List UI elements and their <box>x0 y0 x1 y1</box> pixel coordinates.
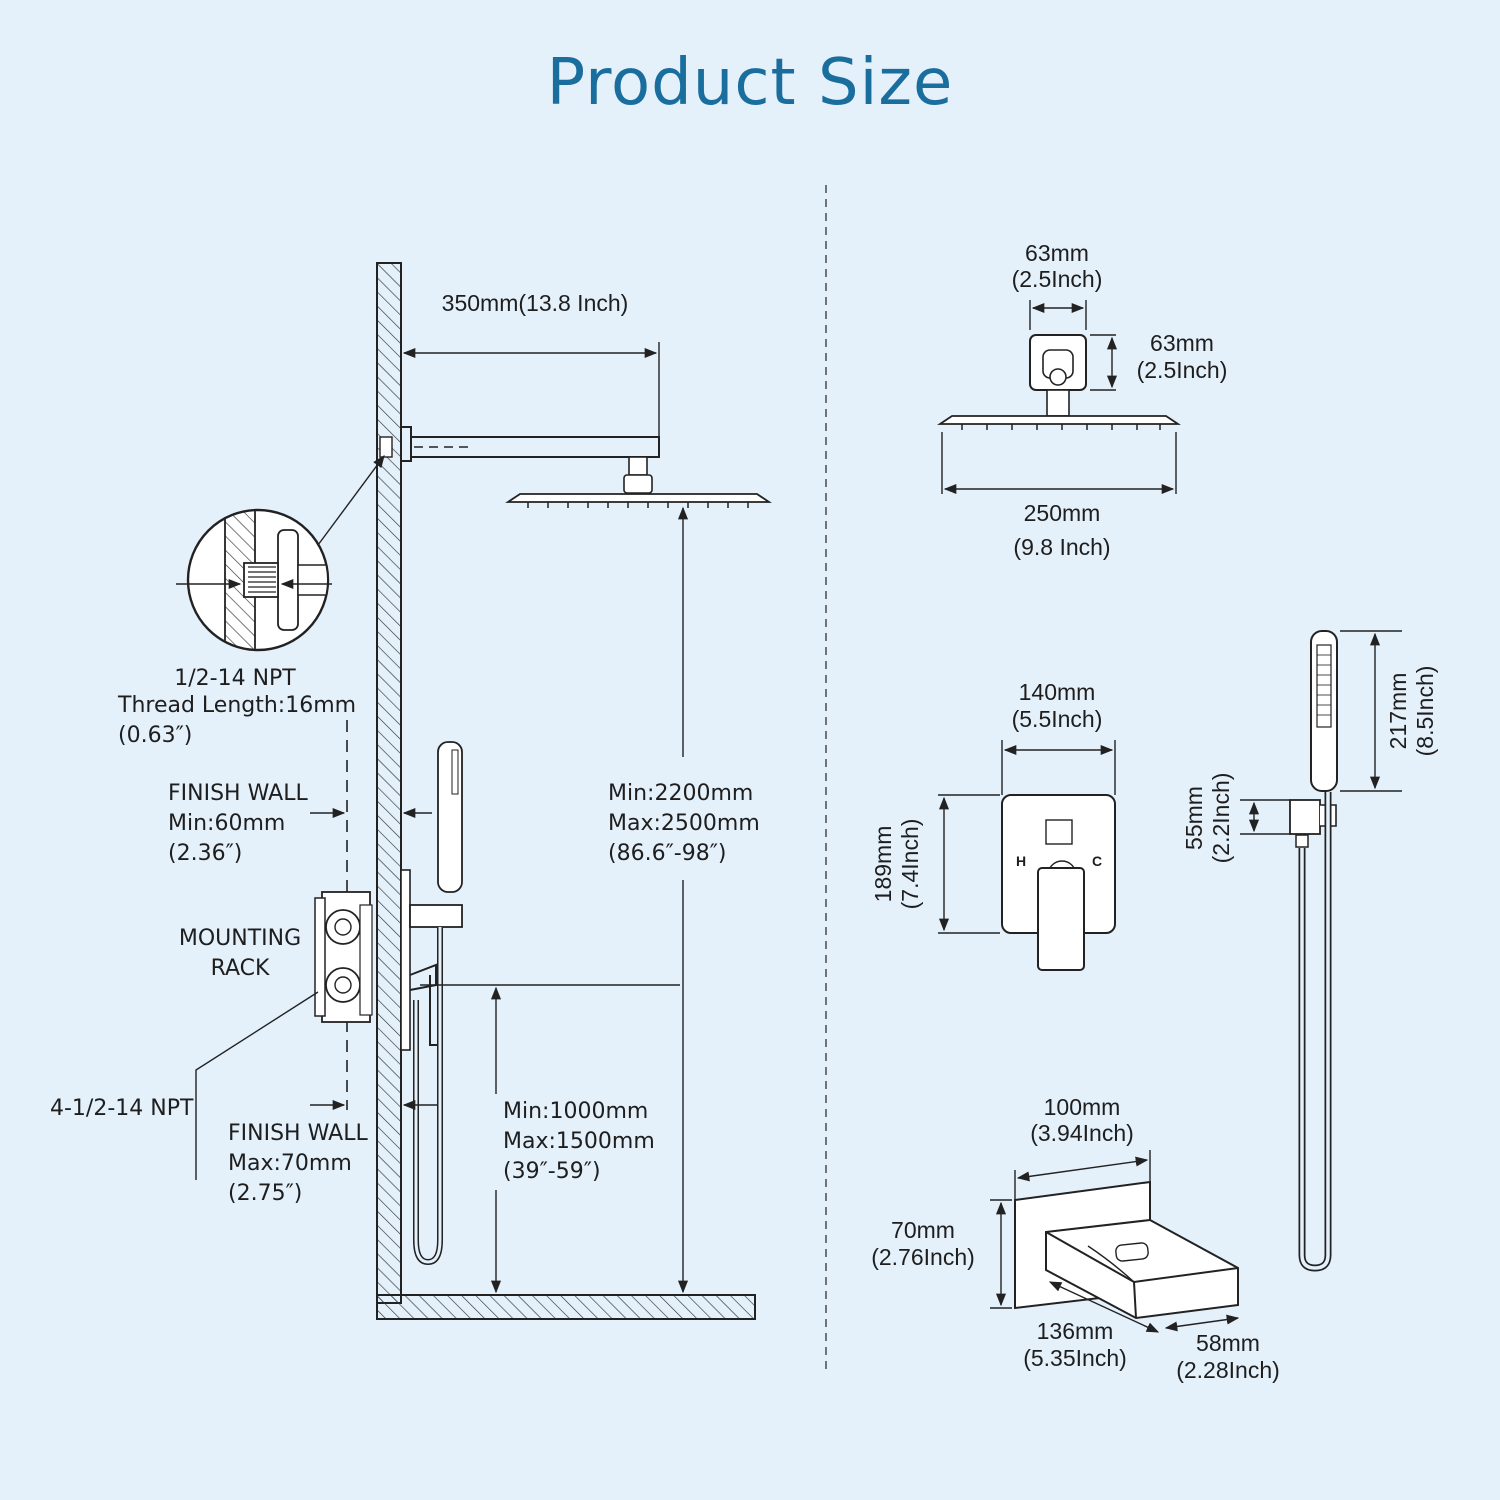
thread-detail-magnifier <box>176 454 385 652</box>
handheld-shower-side <box>409 741 463 1266</box>
trim-plate-side <box>400 869 411 1051</box>
head-width-line2: (9.8 Inch) <box>1013 534 1110 560</box>
npt-inlet-label: 4-1/2-14 NPT <box>50 1096 194 1121</box>
rain-head-front-view: 63mm (2.5Inch) 63mm (2.5Inch) 250mm (9.8… <box>937 240 1228 560</box>
head-height-line3: (86.6″-98″) <box>608 841 727 866</box>
valve-height-line2: Max:1500mm <box>503 1129 655 1154</box>
spout-width-line2: (3.94Inch) <box>1030 1120 1134 1146</box>
handheld-length-line1: 217mm <box>1385 673 1411 750</box>
trim-height-line2: (7.4Inch) <box>897 819 923 910</box>
installation-diagram: 350mm(13.8 Inch) 1/2-14 NPT Thread Lengt <box>50 262 772 1320</box>
holder-height-line2: (2.2Inch) <box>1208 773 1234 864</box>
spout-width-line1: 100mm <box>1044 1094 1121 1120</box>
head-flange-height-line2: (2.5Inch) <box>1137 357 1228 383</box>
spout-length-line2: (5.35Inch) <box>1023 1345 1127 1371</box>
mounting-rack <box>314 891 373 1023</box>
spout-depth-line1: 58mm <box>1196 1330 1260 1356</box>
hot-mark: H <box>1016 853 1026 869</box>
head-width-line1: 250mm <box>1024 500 1101 526</box>
tub-spout: 100mm (3.94Inch) 70mm (2.76Inch) 136mm (… <box>871 1094 1280 1383</box>
thread-label-line2: Thread Length:16mm <box>117 693 356 718</box>
spout-height-line2: (2.76Inch) <box>871 1244 975 1270</box>
page-title: Product Size <box>546 46 954 120</box>
finish-wall-max-line2: Max:70mm <box>228 1151 352 1176</box>
holder-height-line1: 55mm <box>1181 786 1207 850</box>
head-flange-width-line2: (2.5Inch) <box>1012 266 1103 292</box>
head-flange-width-line1: 63mm <box>1025 240 1089 266</box>
head-height-line1: Min:2200mm <box>608 781 753 806</box>
wall-section <box>376 262 402 1304</box>
spout-height-line1: 70mm <box>891 1217 955 1243</box>
finish-wall-max-line3: (2.75″) <box>228 1181 302 1206</box>
valve-height-line1: Min:1000mm <box>503 1099 648 1124</box>
rain-shower-head <box>505 456 772 508</box>
handheld-length-line2: (8.5Inch) <box>1412 666 1438 757</box>
cold-mark: C <box>1092 853 1102 869</box>
mounting-rack-line2: RACK <box>211 956 270 981</box>
spout-length-line1: 136mm <box>1037 1318 1114 1344</box>
head-flange-height-line1: 63mm <box>1150 330 1214 356</box>
head-height-line2: Max:2500mm <box>608 811 760 836</box>
thread-label-line3: (0.63″) <box>118 723 192 748</box>
trim-width-line1: 140mm <box>1019 679 1096 705</box>
finish-wall-min-line3: (2.36″) <box>168 841 242 866</box>
thread-label-line1: 1/2-14 NPT <box>174 666 296 691</box>
finish-wall-min-line1: FINISH WALL <box>168 781 308 806</box>
trim-height-line1: 189mm <box>870 826 896 903</box>
finish-wall-min-line2: Min:60mm <box>168 811 285 836</box>
spout-depth-line2: (2.28Inch) <box>1176 1357 1280 1383</box>
floor-section <box>376 1294 756 1320</box>
valve-trim-plate: 140mm (5.5Inch) H C 189mm (7.4Inch) <box>870 679 1116 971</box>
arm-length-label: 350mm(13.8 Inch) <box>442 290 629 316</box>
valve-height-line3: (39″-59″) <box>503 1159 601 1184</box>
mounting-rack-line1: MOUNTING <box>179 926 301 951</box>
finish-wall-max-line1: FINISH WALL <box>228 1121 368 1146</box>
shower-arm <box>379 426 660 462</box>
trim-width-line2: (5.5Inch) <box>1012 706 1103 732</box>
handheld-shower-front: 217mm (8.5Inch) 55mm (2.2Inch) <box>1181 630 1438 1272</box>
